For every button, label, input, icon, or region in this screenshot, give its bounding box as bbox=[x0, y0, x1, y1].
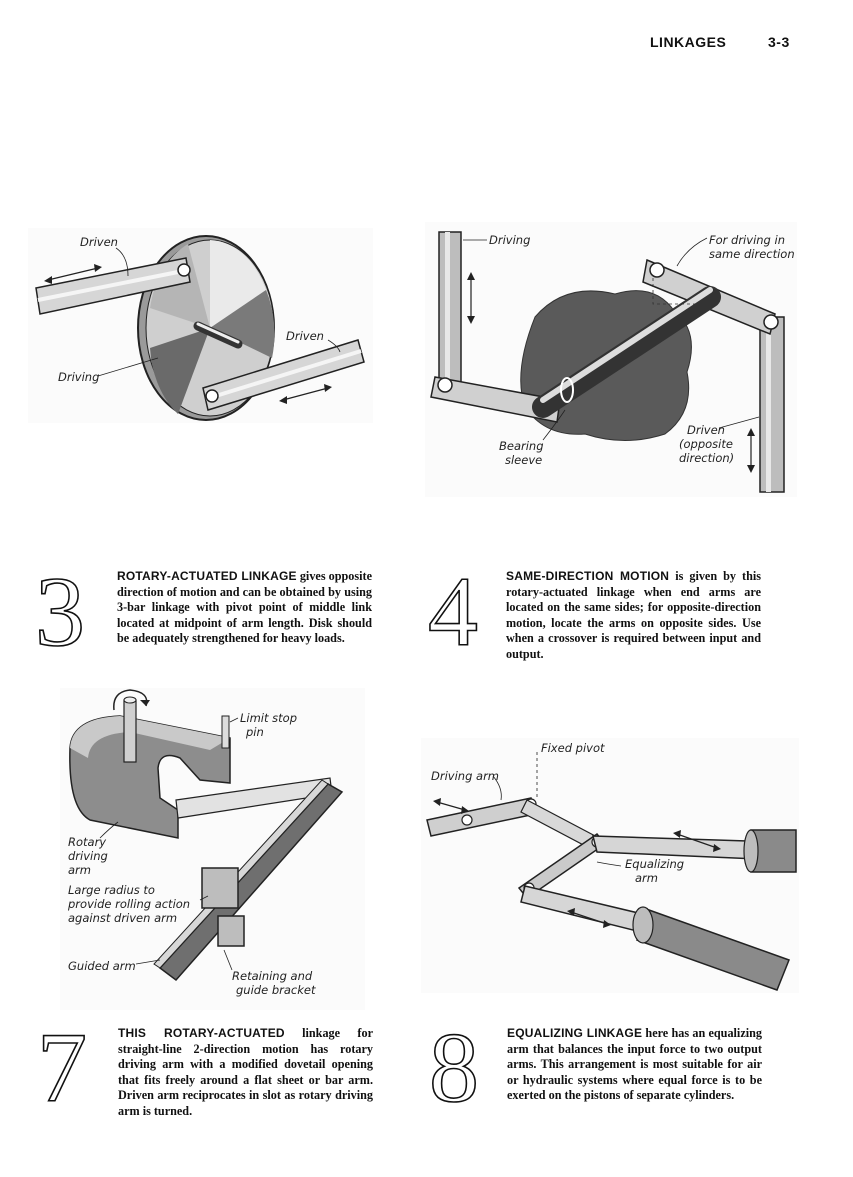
label-same-direction-1: For driving in bbox=[709, 233, 785, 247]
item-number-4: 4 bbox=[427, 556, 479, 667]
caption-3-lead: ROTARY-ACTUATED LINKAGE bbox=[117, 569, 297, 583]
item-number-7: 7 bbox=[36, 1012, 88, 1123]
figure-4-illustration: Driving For driving in same direction Be… bbox=[425, 222, 797, 497]
label-bearing-1: Bearing bbox=[499, 439, 544, 453]
caption-7: THIS ROTARY-ACTUATED linkage for straigh… bbox=[118, 1026, 373, 1119]
label-equalizing-1: Equalizing bbox=[625, 857, 684, 871]
item-number-8: 8 bbox=[428, 1012, 480, 1123]
label-driven-2: (opposite bbox=[679, 437, 733, 451]
caption-8: EQUALIZING LINKAGE here has an equalizin… bbox=[507, 1026, 762, 1104]
label-rotary-3: arm bbox=[68, 863, 91, 877]
label-driving: Driving bbox=[489, 233, 530, 247]
label-driven-1: Driven bbox=[687, 423, 725, 437]
caption-4: SAME-DIRECTION MOTION is given by this r… bbox=[506, 569, 761, 662]
label-radius-2: provide rolling action bbox=[67, 897, 190, 911]
label-same-direction-2: same direction bbox=[709, 247, 795, 261]
caption-8-lead: EQUALIZING LINKAGE bbox=[507, 1026, 643, 1040]
caption-7-lead: THIS ROTARY-ACTUATED bbox=[118, 1026, 285, 1040]
label-radius-3: against driven arm bbox=[68, 911, 177, 925]
caption-3: ROTARY-ACTUATED LINKAGE gives opposite d… bbox=[117, 569, 372, 647]
label-driving-arm: Driving arm bbox=[431, 769, 499, 783]
label-fixed-pivot: Fixed pivot bbox=[541, 741, 605, 755]
label-driven-top: Driven bbox=[80, 235, 118, 249]
caption-4-lead: SAME-DIRECTION MOTION bbox=[506, 569, 670, 583]
section-title: LINKAGES bbox=[650, 34, 727, 50]
page-number: 3-3 bbox=[768, 34, 790, 50]
figure-7-illustration: Limit stop pin Rotary driving arm Large … bbox=[60, 688, 365, 1010]
label-guided-arm: Guided arm bbox=[68, 959, 136, 973]
figure-3-illustration: Driven Driven Driving bbox=[28, 228, 373, 423]
caption-7-text: linkage for straight-line 2-direction mo… bbox=[118, 1026, 373, 1118]
caption-8-text: here has an equalizing arm that balances… bbox=[507, 1026, 762, 1102]
label-retaining-1: Retaining and bbox=[232, 969, 313, 983]
caption-3-text: gives opposite direction of motion and c… bbox=[117, 569, 372, 645]
label-driven-right: Driven bbox=[286, 329, 324, 343]
label-bearing-2: sleeve bbox=[505, 453, 542, 467]
figure-8-illustration: Fixed pivot Driving arm Equalizing arm bbox=[421, 738, 799, 993]
item-number-3: 3 bbox=[34, 556, 86, 667]
label-limit-stop-2: pin bbox=[245, 725, 264, 739]
label-rotary-1: Rotary bbox=[68, 835, 106, 849]
label-equalizing-2: arm bbox=[635, 871, 658, 885]
label-radius-1: Large radius to bbox=[68, 883, 155, 897]
label-driven-3: direction) bbox=[679, 451, 734, 465]
running-header: LINKAGES 3-3 bbox=[0, 34, 853, 54]
label-rotary-2: driving bbox=[68, 849, 108, 863]
label-driving: Driving bbox=[58, 370, 99, 384]
label-retaining-2: guide bracket bbox=[236, 983, 316, 997]
label-limit-stop-1: Limit stop bbox=[240, 711, 297, 725]
caption-4-text: is given by this rotary-actuated linkage… bbox=[506, 569, 761, 661]
